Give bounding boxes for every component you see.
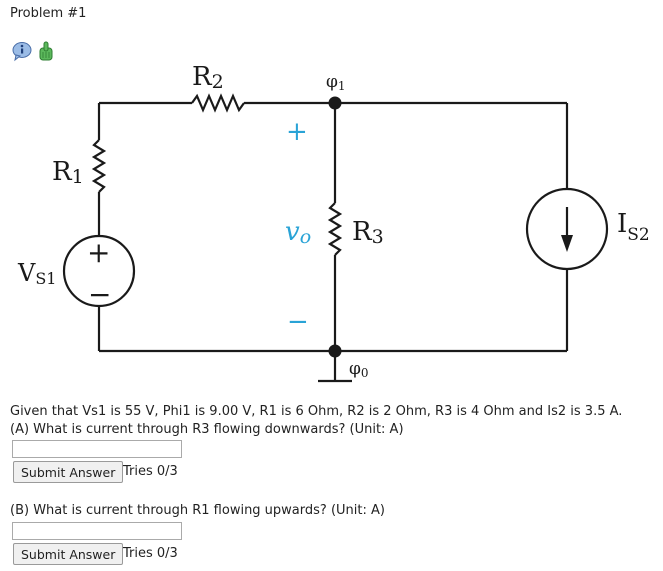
submit-answer-button-b[interactable]: Submit Answer xyxy=(13,543,124,565)
problem-title: Problem #1 xyxy=(10,6,87,21)
info-speech-icon[interactable] xyxy=(12,40,32,62)
tries-counter-b: Tries 0/3 xyxy=(123,546,178,561)
answer-input-b[interactable] xyxy=(12,522,182,540)
circuit-diagram: R2 R1 R3 VS1 IS2 φ1 φ0 vo + − + − xyxy=(17,62,650,383)
question-b: (B) What is current through R1 flowing u… xyxy=(10,503,385,518)
label-phi1: φ1 xyxy=(326,72,346,93)
label-r2: R2 xyxy=(192,62,224,93)
vo-plus-sign: + xyxy=(286,117,308,147)
given-statement: Given that Vs1 is 55 V, Phi1 is 9.00 V, … xyxy=(10,404,623,419)
resistor-r2 xyxy=(191,93,245,113)
node-phi1 xyxy=(328,96,342,110)
question-a: (A) What is current through R3 flowing d… xyxy=(10,422,404,437)
hint-hand-icon[interactable] xyxy=(36,40,56,62)
label-r1: R1 xyxy=(52,157,84,188)
vo-minus-sign: − xyxy=(287,307,309,337)
label-r3: R3 xyxy=(352,217,384,248)
resistor-r3 xyxy=(327,202,343,256)
source-plus-sign: + xyxy=(87,236,110,269)
answer-input-a[interactable] xyxy=(12,440,182,458)
source-minus-sign: − xyxy=(88,278,111,311)
tries-counter-a: Tries 0/3 xyxy=(123,464,178,479)
resistor-r1 xyxy=(91,139,107,193)
label-phi0: φ0 xyxy=(349,359,369,380)
label-is2: IS2 xyxy=(617,209,650,245)
label-vo: vo xyxy=(285,217,311,248)
label-vs1: VS1 xyxy=(17,259,56,288)
submit-answer-button-a[interactable]: Submit Answer xyxy=(13,461,124,483)
current-arrow-head xyxy=(561,235,573,252)
